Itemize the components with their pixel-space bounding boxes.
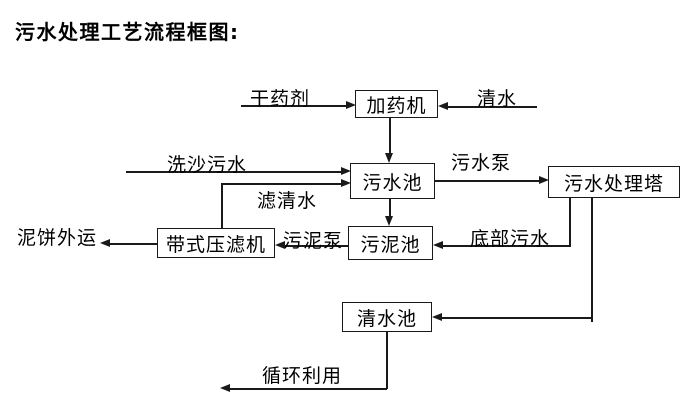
flow-label-sewage-pump: 污水泵 bbox=[451, 152, 512, 174]
flow-label-sand-washing-sewage: 洗沙污水 bbox=[167, 154, 248, 176]
flow-label-recycling: 循环利用 bbox=[262, 365, 343, 387]
flow-label-mud-cake-transport: 泥饼外运 bbox=[17, 227, 98, 249]
line-tower-to-clean bbox=[441, 317, 592, 319]
line-bottom-sewage bbox=[442, 245, 571, 247]
page-title: 污水处理工艺流程框图: bbox=[15, 20, 240, 44]
arrow-clean-water bbox=[438, 102, 448, 110]
flow-label-bottom-sewage: 底部污水 bbox=[470, 228, 551, 250]
line-bottom-sewage-vertical bbox=[569, 198, 571, 246]
line-recycling-vertical bbox=[386, 332, 388, 389]
node-belt-filter-press: 带式压滤机 bbox=[157, 228, 275, 258]
line-filtered-water-vertical bbox=[221, 184, 223, 228]
arrow-sewage-to-sludge bbox=[385, 216, 393, 226]
line-filtered-water bbox=[221, 183, 341, 185]
node-sewage-pool: 污水池 bbox=[350, 163, 435, 199]
line-sludge-pump bbox=[284, 245, 348, 247]
node-clean-water-pool: 清水池 bbox=[342, 302, 432, 332]
arrow-sand-washing bbox=[341, 167, 351, 175]
arrow-mud-cake bbox=[100, 239, 110, 247]
arrow-sludge-pump bbox=[275, 241, 285, 249]
node-treatment-tower: 污水处理塔 bbox=[548, 166, 680, 198]
arrow-filtered-water bbox=[341, 179, 351, 187]
flow-label-sludge-pump: 污泥泵 bbox=[283, 230, 344, 252]
arrow-sewage-pump bbox=[539, 176, 549, 184]
arrow-recycling bbox=[220, 384, 230, 392]
line-dosing-to-sewage bbox=[389, 118, 391, 154]
flow-label-dry-agent: 干药剂 bbox=[250, 88, 311, 110]
flow-label-filtered-clean-water: 滤清水 bbox=[257, 190, 318, 212]
node-dosing-machine: 加药机 bbox=[355, 90, 438, 118]
arrow-dosing-to-sewage bbox=[385, 153, 393, 163]
flow-label-clean-water: 清水 bbox=[477, 88, 518, 110]
line-tower-to-clean-vertical bbox=[591, 198, 593, 322]
line-dry-agent bbox=[241, 105, 346, 107]
line-sand-washing bbox=[126, 171, 341, 173]
arrow-tower-to-clean bbox=[432, 313, 442, 321]
line-mud-cake bbox=[109, 243, 157, 245]
line-recycling bbox=[229, 388, 387, 390]
line-sewage-pump bbox=[435, 180, 539, 182]
arrow-dry-agent bbox=[346, 101, 356, 109]
line-sewage-to-sludge bbox=[389, 199, 391, 217]
line-clean-water bbox=[447, 106, 537, 108]
node-sludge-pool: 污泥池 bbox=[348, 226, 433, 260]
arrow-bottom-sewage bbox=[433, 241, 443, 249]
